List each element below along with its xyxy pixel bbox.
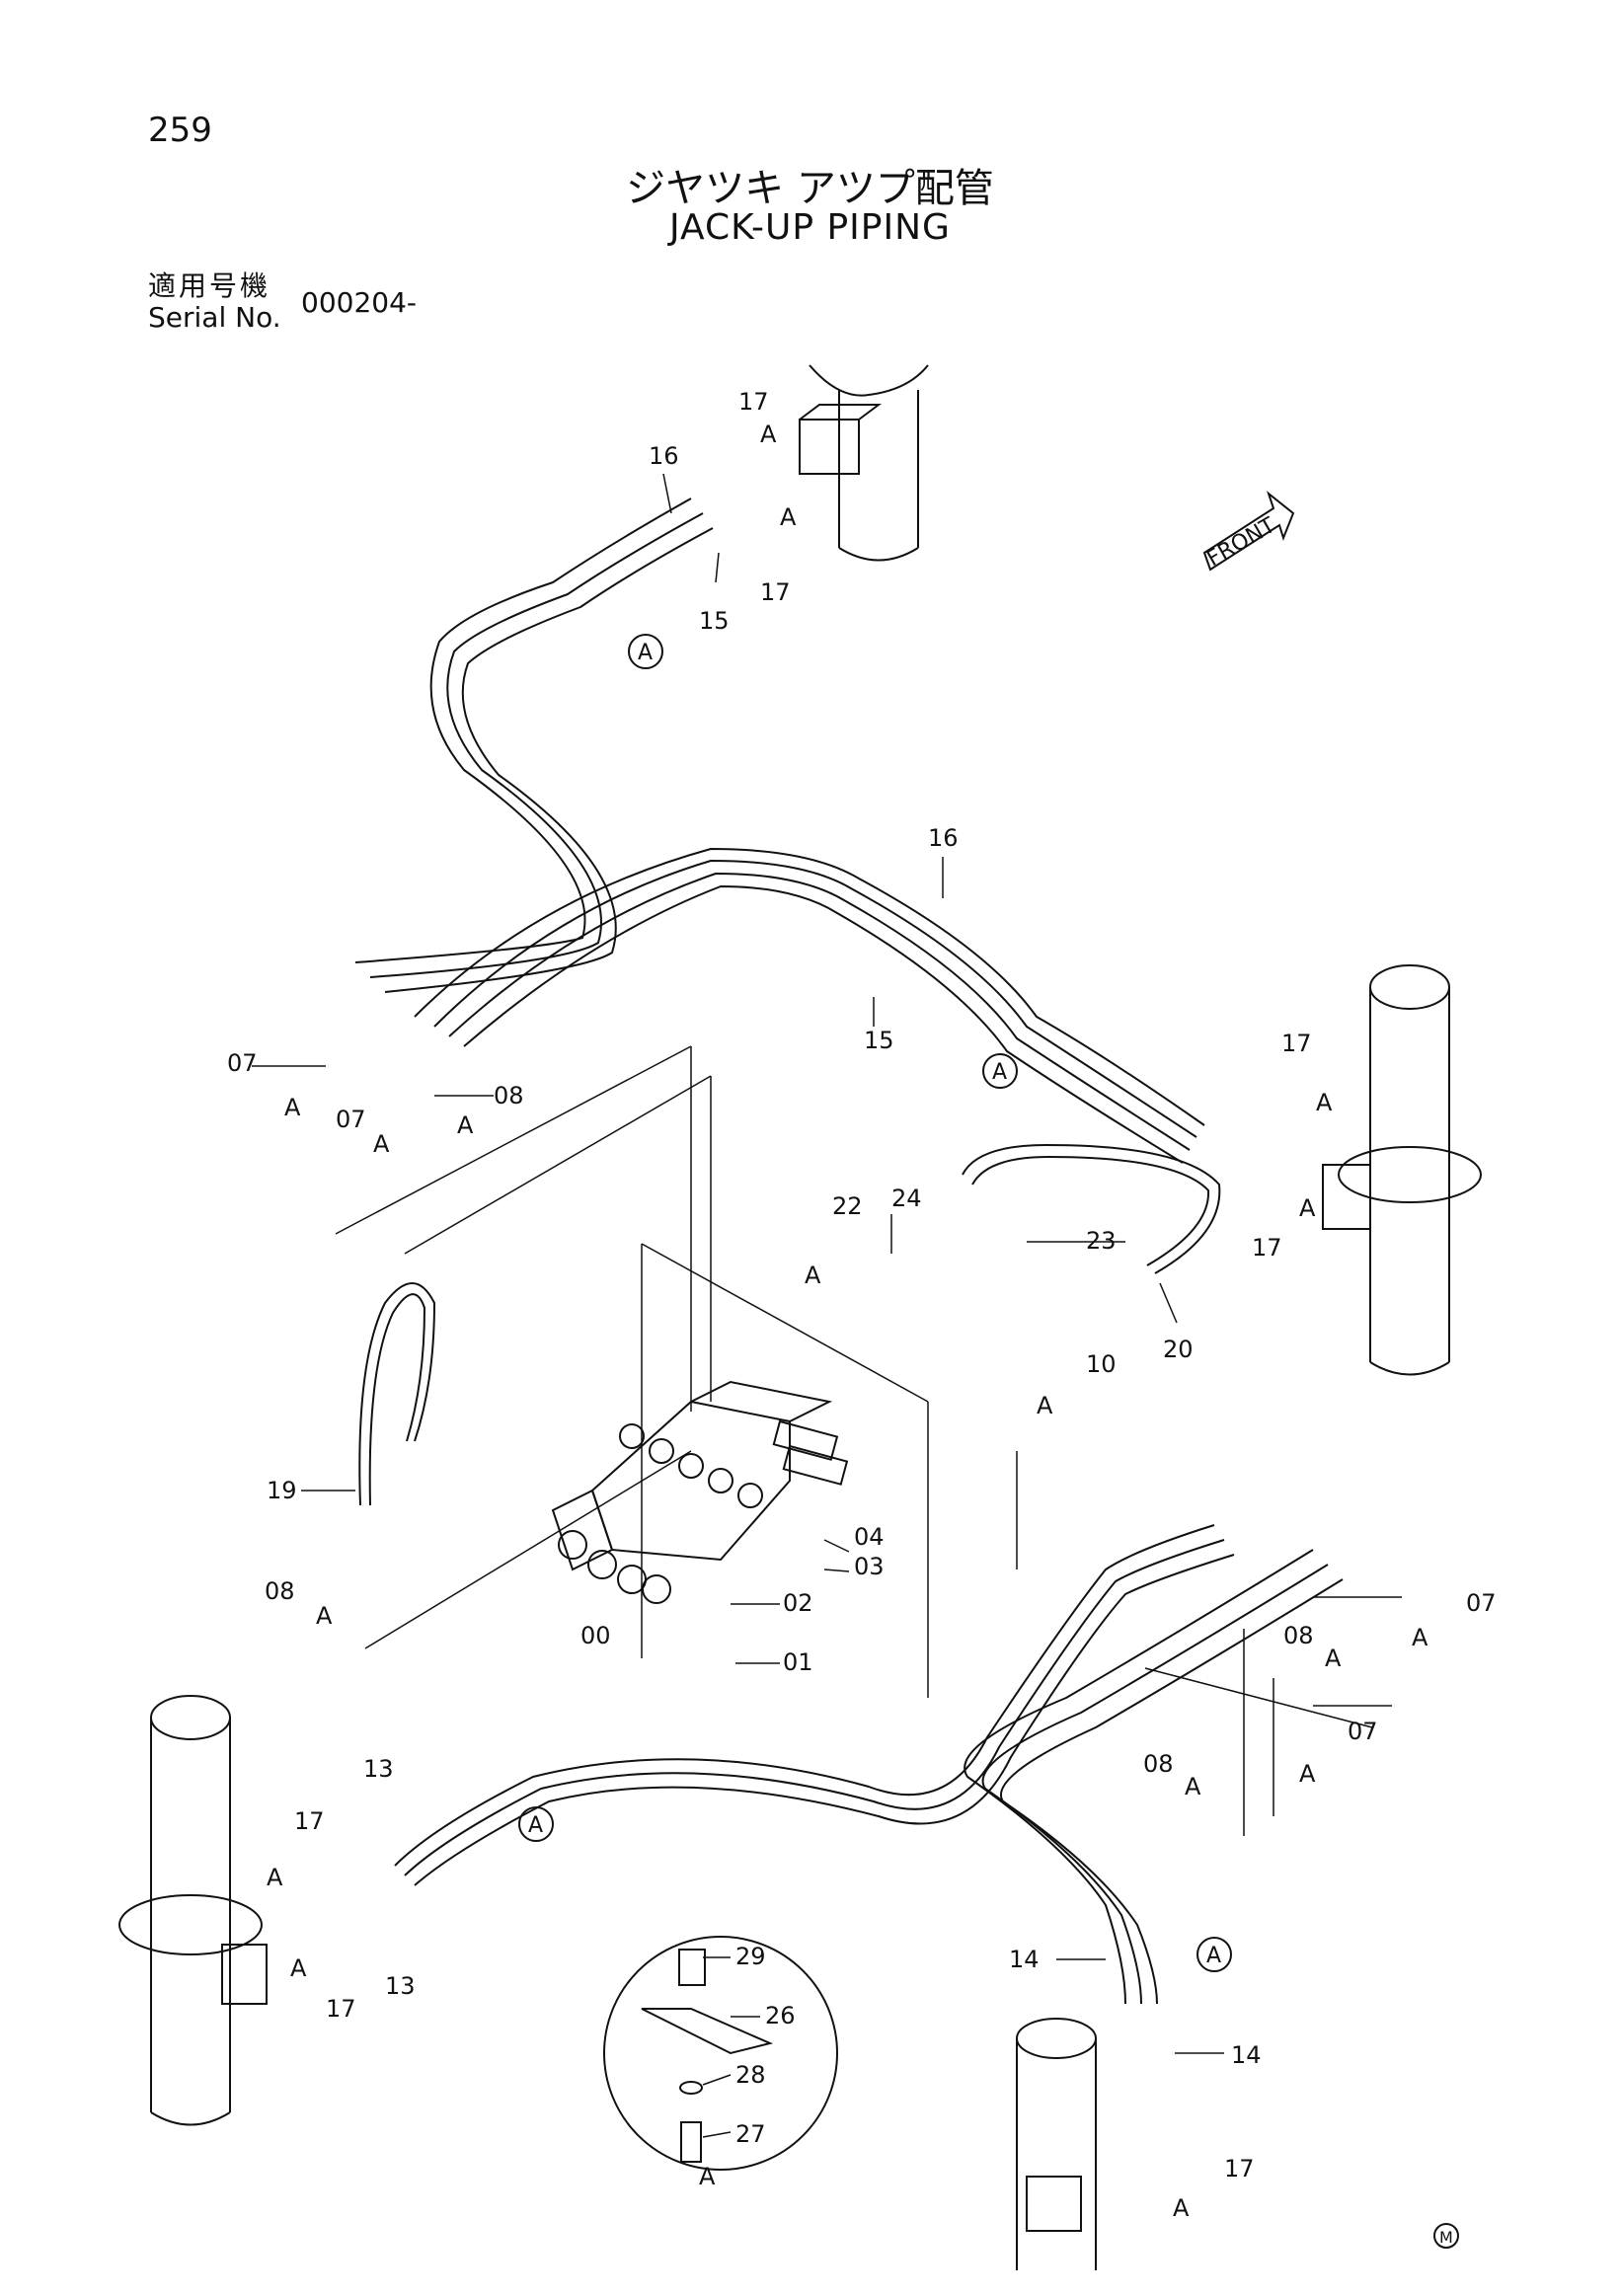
part-label-13-b: 13 (385, 1972, 416, 2000)
part-label-29: 29 (735, 1943, 766, 1970)
jack-cylinder-right (1322, 964, 1482, 1376)
hose-bundle-top (354, 497, 714, 993)
part-label-08-right-a: 08 (1283, 1622, 1314, 1649)
seal-callouts: A A A A A A A A A A A A A A A A A A (267, 421, 1428, 2222)
part-label-07-left-a: 07 (227, 1049, 258, 1077)
detail-reference-a-1: A (638, 641, 653, 665)
seal-callout-a-right-6: A (1185, 1773, 1201, 1800)
seal-callout-a-right-5: A (1299, 1760, 1316, 1788)
part-label-17-top-b: 17 (760, 578, 791, 606)
part-label-26: 26 (765, 2002, 796, 2029)
part-label-07-right-a: 07 (1466, 1589, 1497, 1617)
part-label-28: 28 (735, 2061, 766, 2089)
part-label-24: 24 (891, 1185, 922, 1212)
part-label-17-right-a: 17 (1281, 1030, 1312, 1057)
seal-callout-a-22: A (805, 1262, 821, 1289)
seal-callout-a-left-3: A (457, 1111, 474, 1139)
part-label-20: 20 (1163, 1336, 1194, 1363)
serial-number-value: 000204- (301, 286, 417, 319)
part-label-17-lower-right: 17 (1224, 2155, 1255, 2182)
seal-callout-a-lower-left-2: A (267, 1864, 283, 1891)
part-label-08-lower-left: 08 (265, 1577, 295, 1605)
part-label-03: 03 (854, 1553, 885, 1580)
detail-reference-a-4: A (1206, 1944, 1221, 1968)
part-label-14-a: 14 (1009, 1946, 1040, 1973)
part-label-02: 02 (783, 1589, 813, 1617)
maker-mark: M (1439, 2228, 1453, 2247)
seal-callout-a-lower-left-3: A (290, 1954, 307, 1982)
part-label-23: 23 (1086, 1227, 1117, 1255)
part-label-07-left-b: 07 (336, 1106, 366, 1133)
part-label-16-top: 16 (649, 442, 679, 470)
jack-cylinder-bottom-right (1016, 2018, 1097, 2270)
jack-cylinder-bottom-left (118, 1695, 268, 2126)
part-label-15-top: 15 (699, 607, 730, 635)
seal-callout-a-right-1: A (1316, 1089, 1333, 1116)
page-title-japanese: ジヤツキ アツプ配管 (626, 166, 994, 211)
detail-reference-a-3: A (528, 1813, 543, 1838)
part-label-16-mid: 16 (928, 824, 959, 852)
seal-callout-a-top-2: A (780, 503, 797, 531)
seal-callout-a-right-3: A (1412, 1624, 1428, 1651)
part-label-10: 10 (1086, 1350, 1117, 1378)
seal-callout-a-10: A (1037, 1392, 1053, 1419)
part-label-17-top-a: 17 (738, 388, 769, 416)
detail-reference-a-2: A (992, 1060, 1007, 1085)
part-label-27: 27 (735, 2120, 766, 2148)
hose-19 (358, 1282, 436, 1506)
part-label-17-lower-left-a: 17 (294, 1807, 325, 1835)
seal-callout-a-right-2: A (1299, 1194, 1316, 1222)
part-label-08-right-b: 08 (1143, 1750, 1174, 1778)
serial-label-japanese: 適用号機 (148, 269, 271, 302)
serial-label-english: Serial No. (148, 301, 281, 334)
part-label-00: 00 (580, 1622, 611, 1649)
part-label-13-a: 13 (363, 1755, 394, 1783)
control-valve-block (551, 1380, 849, 1604)
seal-callout-a-lower-left: A (316, 1602, 333, 1630)
hose-bundle-bottom-center (394, 1524, 1235, 1886)
page-title-english: JACK-UP PIPING (669, 207, 951, 248)
hose-bundle-bottom-right (964, 1549, 1344, 2005)
maker-mark-circle (1433, 2223, 1459, 2249)
detail-circle-label: A (699, 2163, 716, 2190)
part-label-19: 19 (267, 1477, 297, 1504)
detail-circle-a (603, 1936, 838, 2171)
part-label-17-right-b: 17 (1252, 1234, 1282, 1262)
hose-20 (962, 1143, 1221, 1274)
seal-callout-a-left-2: A (373, 1130, 390, 1158)
part-label-04: 04 (854, 1523, 885, 1551)
part-label-17-lower-left-b: 17 (326, 1995, 356, 2023)
part-label-22: 22 (832, 1192, 863, 1220)
part-label-07-right-b: 07 (1348, 1718, 1378, 1745)
seal-callout-a-right-4: A (1325, 1645, 1342, 1672)
page-number: 259 (148, 111, 212, 150)
part-label-01: 01 (783, 1648, 813, 1676)
seal-callout-a-lower-right: A (1173, 2194, 1190, 2222)
seal-callout-a-top-1: A (760, 421, 777, 448)
part-label-15-mid: 15 (864, 1027, 894, 1054)
detail-reference-markers (518, 634, 1232, 1972)
front-direction-tag: FRONT (1203, 513, 1280, 573)
jack-cylinder-top-center (799, 364, 929, 562)
part-label-08-left: 08 (494, 1082, 524, 1110)
callout-leaders (252, 473, 1402, 2138)
part-label-14-b: 14 (1231, 2041, 1262, 2069)
seal-callout-a-left-1: A (284, 1094, 301, 1121)
reference-lines (335, 1045, 1373, 1836)
part-labels: 16 17 17 15 16 15 17 17 07 07 08 22 24 2… (227, 388, 1497, 2182)
front-direction-arrow: FRONT (1203, 491, 1295, 573)
hose-bundle-center-right (414, 847, 1205, 1164)
